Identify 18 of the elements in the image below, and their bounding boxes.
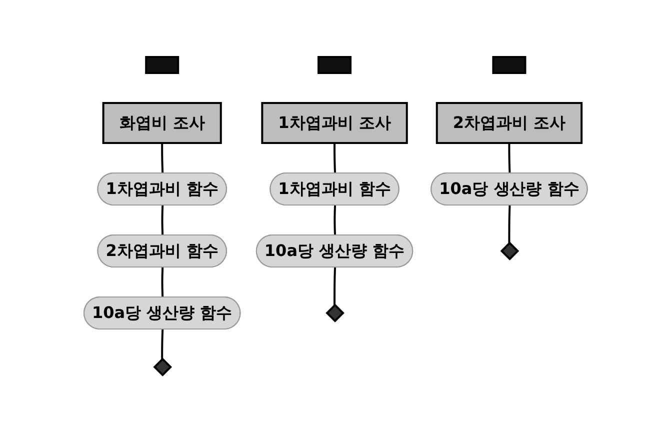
connector [160, 329, 164, 359]
node-diamond [500, 242, 519, 260]
connector [334, 205, 336, 236]
connector [160, 143, 164, 174]
connector [508, 205, 511, 243]
node-box [144, 56, 179, 74]
connector [161, 205, 164, 236]
node-box: 화엽비 조사 [102, 102, 222, 144]
connector [333, 143, 336, 174]
connector [161, 267, 164, 298]
node-box [317, 56, 352, 74]
node-diamond [325, 304, 344, 322]
node-box [492, 56, 526, 74]
node-box: 2차엽과비 조사 [436, 102, 582, 144]
node-box: 1차엽과비 조사 [261, 102, 408, 144]
connector [333, 267, 336, 305]
node-diamond [153, 358, 172, 376]
connector [508, 143, 511, 174]
